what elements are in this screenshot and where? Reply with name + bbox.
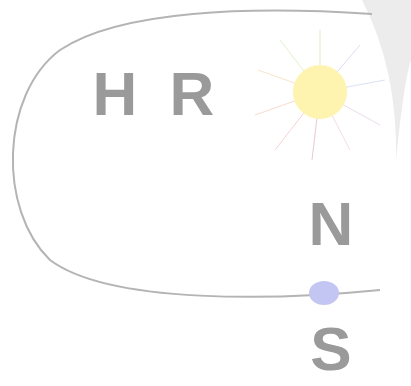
logo-letter: N (309, 193, 354, 255)
logo-letter: R (170, 63, 215, 125)
sun-rays (255, 30, 385, 160)
logo-letter: H (93, 63, 138, 125)
orbit-line (13, 11, 380, 297)
planet-edge (362, 0, 411, 160)
logo-letter: S (310, 318, 351, 380)
planet-dot (309, 281, 339, 305)
sun (293, 65, 347, 119)
